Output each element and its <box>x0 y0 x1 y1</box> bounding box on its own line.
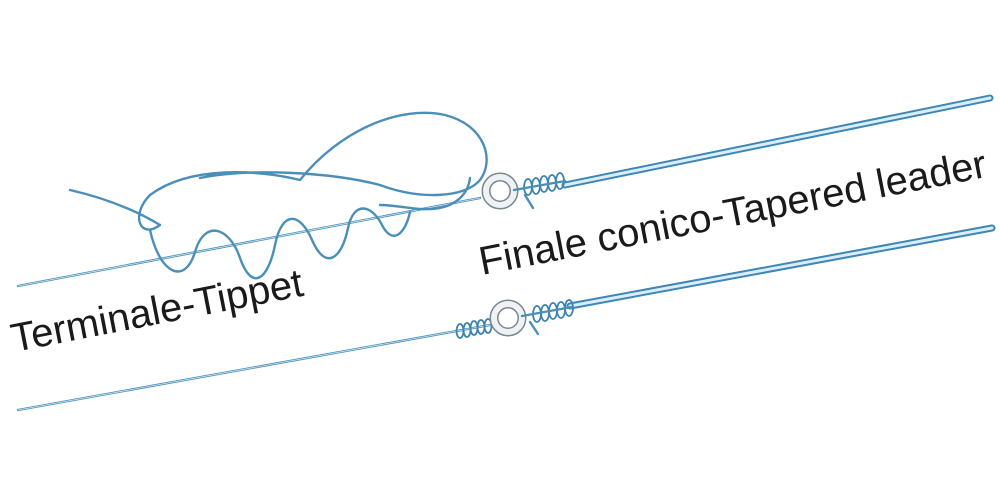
leader-wraps-top <box>512 172 567 210</box>
tippet-loop <box>138 111 488 231</box>
leader-wraps-bottom <box>520 299 574 336</box>
tapered-leader-bottom <box>566 224 996 310</box>
tippet-line-bottom <box>16 323 492 412</box>
tippet-ring-top <box>481 172 519 210</box>
tippet-wraps-bottom <box>455 318 493 339</box>
tippet-line-top <box>16 196 482 288</box>
tippet-ring-bottom <box>489 299 527 337</box>
tippet-tag-end <box>68 188 162 227</box>
tapered-leader-top <box>561 94 994 189</box>
bottom-assembly <box>16 224 996 412</box>
tippet-loop-return <box>378 176 472 211</box>
tippet-label: Terminale-Tippet <box>7 261 306 361</box>
top-assembly <box>16 94 994 288</box>
tippet-wraps <box>148 207 412 280</box>
tapered-leader-label: Finale conico-Tapered leader <box>475 142 990 284</box>
